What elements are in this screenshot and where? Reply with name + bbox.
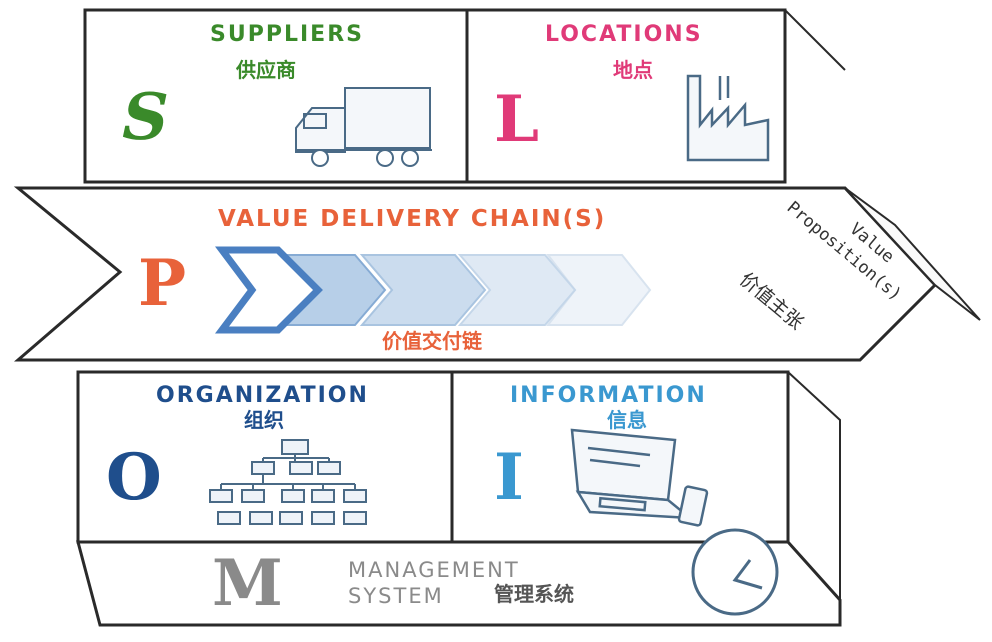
truck-icon bbox=[295, 87, 432, 167]
information-letter: I bbox=[494, 440, 524, 515]
management-letter: M bbox=[212, 546, 283, 621]
information-title: INFORMATION bbox=[510, 383, 707, 408]
organization-title: ORGANIZATION bbox=[156, 383, 369, 408]
management-line2: SYSTEM bbox=[348, 584, 444, 608]
suppliers-cn: 供应商 bbox=[236, 58, 296, 82]
locations-letter: L bbox=[494, 82, 539, 157]
information-cn: 信息 bbox=[607, 408, 647, 432]
clock-icon bbox=[691, 528, 779, 616]
management-band bbox=[76, 540, 842, 627]
chevron-arrows-icon bbox=[215, 246, 652, 334]
management-cn: 管理系统 bbox=[494, 582, 574, 606]
value-chain-title: VALUE DELIVERY CHAIN(S) bbox=[218, 206, 607, 232]
org-chart-icon bbox=[209, 439, 367, 525]
suppliers-title: SUPPLIERS bbox=[210, 22, 364, 47]
value-chain-cn: 价值交付链 bbox=[382, 329, 482, 353]
locations-cn: 地点 bbox=[613, 58, 653, 82]
organization-letter: O bbox=[106, 440, 162, 515]
value-chain-letter: P bbox=[138, 246, 187, 321]
locations-title: LOCATIONS bbox=[545, 22, 703, 47]
factory-icon bbox=[686, 74, 770, 162]
top-box bbox=[83, 8, 846, 184]
laptop-phone-icon bbox=[570, 428, 709, 527]
management-line1: MANAGEMENT bbox=[348, 558, 520, 582]
organization-cn: 组织 bbox=[244, 408, 284, 432]
